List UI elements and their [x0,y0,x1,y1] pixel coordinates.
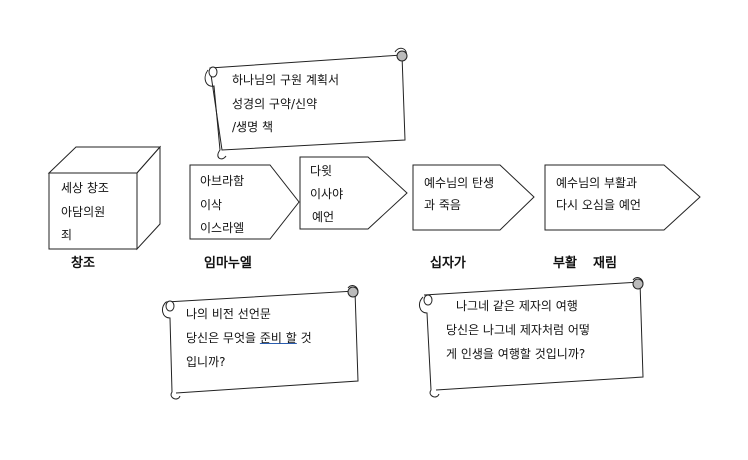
immanuel-line-2: 이삭 [200,198,223,212]
resurrection-line-1: 예수님의 부활과 [556,176,638,190]
vision-underlined-text: 준비 할 [259,331,297,345]
scroll-top-line-3: /생명 책 [232,120,273,134]
arrow-cross-shape [412,164,535,231]
scroll-top-line-2: 성경의 구약/신약 [232,97,318,111]
cube-line-1: 세상 창조 [61,181,109,195]
scroll-top-shape [204,47,408,160]
label-second-coming: 재림 [593,256,617,271]
label-creation: 창조 [71,256,95,271]
journey-line-3: 게 인생을 여행할 것입니까? [446,347,586,361]
scroll-top-line-1: 하나님의 구원 계획서 [232,73,339,87]
immanuel-line-3: 이스라엘 [200,221,245,235]
arrow-david-shape [299,156,408,230]
vision-line-2: 당신은 무엇을 준비 할 것 [186,330,312,346]
journey-line-1: 나그네 같은 제자의 여행 [456,299,578,313]
cube-line-3: 죄 [61,228,73,242]
arrow-resurrection-shape [544,164,701,231]
arrow-immanuel-shape [189,164,300,240]
cross-line-1: 예수님의 탄생 [424,176,495,190]
cube-line-2: 아담의원 [61,205,106,219]
journey-line-2: 당신은 나그네 제자처럼 어떻 [446,323,590,337]
scroll-bottom-left-shape [162,285,359,400]
vision-line-2-start: 당신은 무엇을 [186,331,260,345]
label-cross: 십자가 [430,256,466,271]
vision-line-3: 입니까? [186,355,226,369]
label-resurrection: 부활 [553,256,577,271]
vision-line-2-end: 것 [296,331,312,345]
david-line-2: 이사야 [310,187,344,201]
resurrection-line-2: 다시 오심을 예언 [556,198,641,212]
immanuel-line-1: 아브라함 [200,174,245,188]
vision-line-1: 나의 비전 선언문 [186,307,271,321]
scroll-bottom-right-shape [419,277,644,398]
label-immanuel: 임마누엘 [204,256,252,271]
cube-shape [47,145,162,251]
david-line-3: 예언 [312,210,335,224]
cross-line-2: 과 죽음 [424,198,461,212]
david-line-1: 다윗 [310,164,333,178]
